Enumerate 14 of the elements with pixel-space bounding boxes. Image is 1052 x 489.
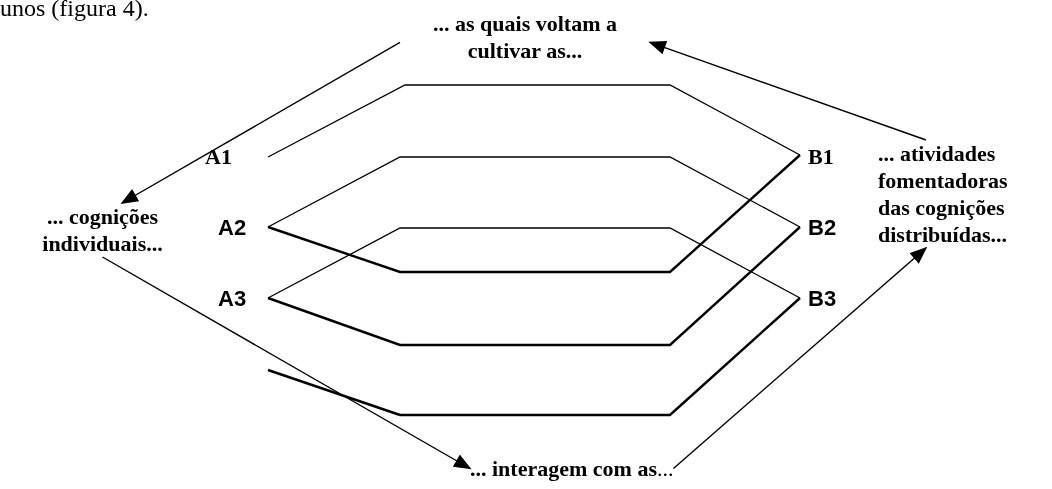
caption-text: ... atividades fomentadoras das cognições distribuídas...: [878, 140, 1038, 248]
caption-text: ... cognições individuais...: [5, 203, 200, 257]
arrow: [120, 41, 401, 204]
arrow: [101, 256, 472, 470]
point-label: B3: [808, 287, 837, 311]
arrow: [672, 246, 928, 470]
caption-text: ... as quais voltam a cultivar as...: [400, 10, 650, 64]
arrow: [648, 41, 927, 141]
point-label: A1: [205, 145, 232, 169]
point-label: B1: [808, 145, 834, 169]
point-label: B2: [808, 216, 837, 240]
caption-text: ... interagem com as...: [470, 455, 674, 482]
point-label: A3: [218, 287, 247, 311]
point-label: A2: [218, 216, 247, 240]
